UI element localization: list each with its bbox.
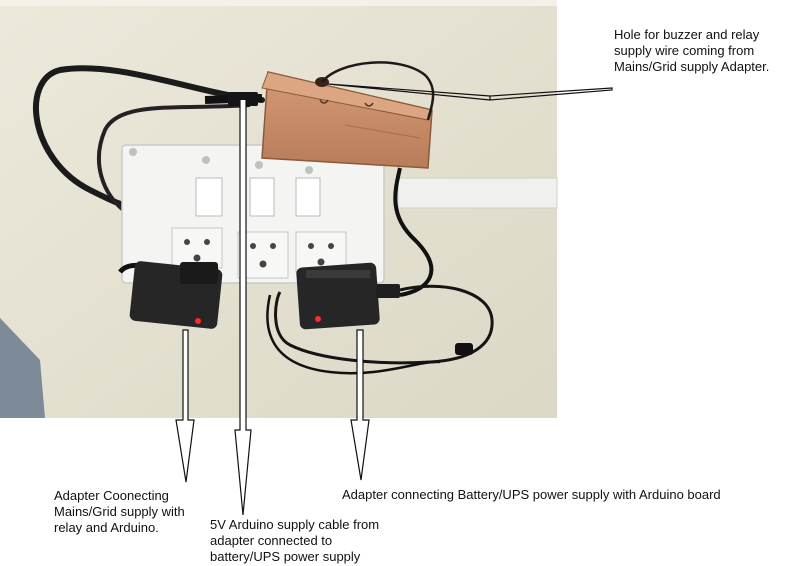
adapter-grid (118, 261, 223, 329)
hanging-cable (266, 294, 441, 375)
plug-head (228, 92, 258, 106)
adapter-battery (296, 262, 400, 330)
wall-shadow (0, 318, 45, 418)
arrow-arduino (234, 100, 252, 516)
screw (255, 161, 263, 169)
switch-3 (295, 177, 321, 217)
ferrite-bead (455, 343, 473, 355)
photo (0, 0, 558, 418)
arrow-battery (350, 329, 370, 481)
conduit-pipe (397, 177, 558, 209)
cable-top-left (33, 65, 265, 211)
caption-battery-adapter: Adapter connecting Battery/UPS power sup… (342, 487, 721, 502)
switchboard (121, 144, 385, 284)
ceiling-edge (0, 0, 557, 6)
cable-top-loop (97, 103, 251, 217)
annotation-arrows (175, 83, 613, 516)
screw (202, 156, 210, 164)
led-battery (315, 316, 321, 322)
switch-1 (195, 177, 223, 217)
screw (305, 166, 313, 174)
screw (129, 148, 137, 156)
relay-wire (321, 61, 435, 121)
caption-arduino-cable: 5V Arduino supply cable from adapter con… (210, 517, 380, 564)
box-holes (319, 99, 374, 107)
arrow-hole (327, 83, 613, 101)
arrow-grid (175, 329, 195, 483)
wooden-relay-box (261, 71, 433, 169)
switch-2 (249, 177, 275, 217)
led-grid (195, 318, 201, 324)
caption-grid-adapter: Adapter Coonecting Mains/Grid supply wit… (54, 488, 185, 535)
caption-hole: Hole for buzzer and relay supply wire co… (614, 27, 770, 74)
